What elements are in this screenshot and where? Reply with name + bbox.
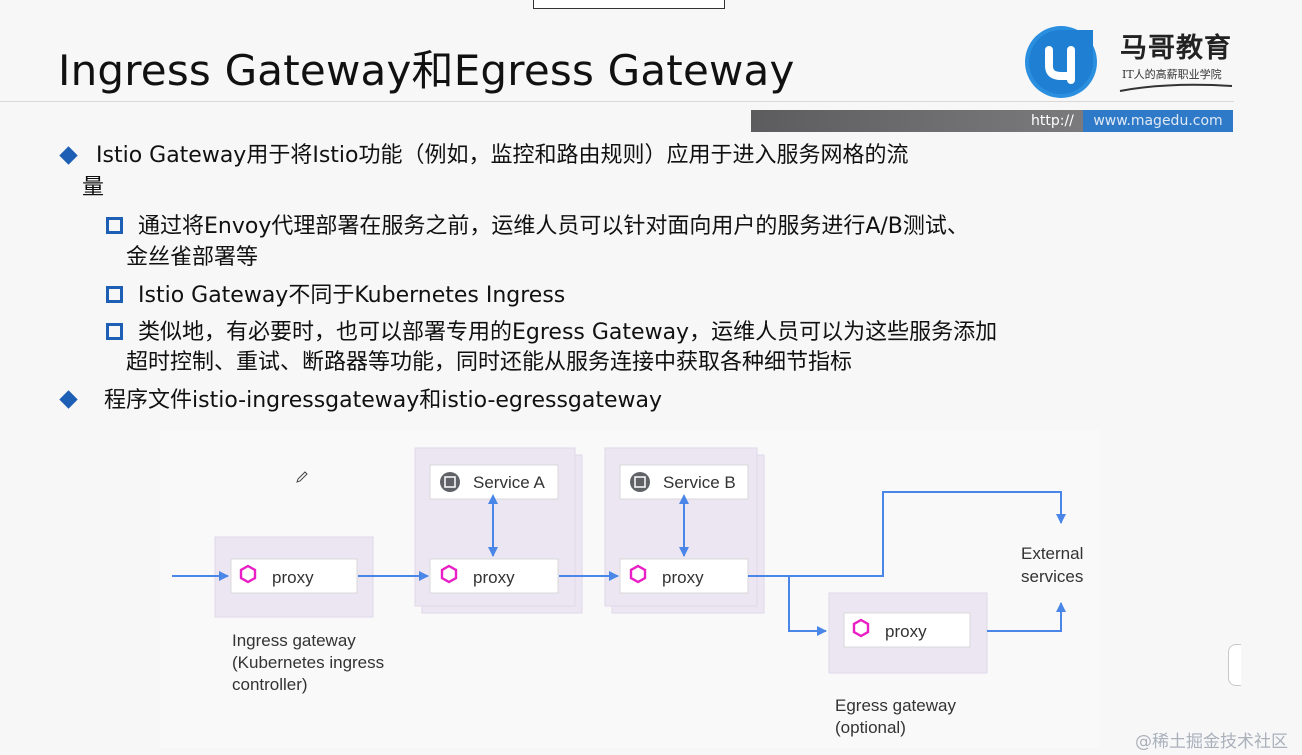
logo-slogan: IT人的高薪职业学院 bbox=[1122, 68, 1222, 81]
ingress-proxy-card bbox=[230, 558, 358, 594]
logo-name: 马哥教育 bbox=[1120, 33, 1232, 64]
ingress-caption-line-2: (Kubernetes ingress bbox=[232, 653, 384, 672]
egress-to-external-arrow bbox=[987, 602, 1066, 632]
proxy-label: proxy bbox=[885, 622, 927, 641]
watermark: @稀土掘金技术社区 bbox=[1135, 732, 1288, 752]
bullet-square-icon bbox=[106, 217, 123, 234]
service-b-pod-shadow bbox=[611, 454, 765, 614]
url-host: www.magedu.com bbox=[1083, 110, 1233, 132]
bullet-square-icon bbox=[106, 323, 123, 340]
chip-icon bbox=[630, 472, 650, 492]
proxy-label: proxy bbox=[662, 568, 704, 587]
sub-bullet-1-line-1: 通过将Envoy代理部署在服务之前，运维人员可以针对面向用户的服务进行A/B测试… bbox=[138, 214, 969, 239]
bullet-diamond-icon bbox=[59, 146, 78, 165]
top-tab bbox=[533, 0, 725, 9]
pen-cursor-icon bbox=[296, 471, 308, 483]
hexagon-icon bbox=[852, 618, 870, 638]
service-b-proxy-card bbox=[619, 558, 749, 594]
sub-bullet-1-line-2: 金丝雀部署等 bbox=[126, 245, 259, 270]
direct-external-arrow bbox=[748, 491, 1066, 577]
proxy-label: proxy bbox=[272, 568, 314, 587]
service-b-label: Service B bbox=[663, 473, 736, 492]
sub-bullet-3-line-2: 超时控制、重试、断路器等功能，同时还能从服务连接中获取各种细节指标 bbox=[126, 350, 853, 375]
service-a-card bbox=[429, 464, 559, 500]
bullet-1-line-1: Istio Gateway用于将Istio功能（例如，监控和路由规则）应用于进入… bbox=[96, 143, 909, 168]
url-protocol: http:// bbox=[1031, 113, 1074, 129]
service-a-pod bbox=[414, 447, 576, 607]
hexagon-icon bbox=[440, 564, 458, 584]
hexagon-icon bbox=[629, 564, 647, 584]
ingress-caption-line-1: Ingress gateway bbox=[232, 631, 356, 650]
ingress-pod bbox=[214, 536, 374, 618]
service-b-card bbox=[619, 464, 749, 500]
bullet-1-line-2: 量 bbox=[82, 175, 105, 200]
egress-pod bbox=[828, 592, 988, 674]
to-egress-arrow bbox=[788, 576, 827, 636]
sub-bullet-3-line-1: 类似地，有必要时，也可以部署专用的Egress Gateway，运维人员可以为这… bbox=[138, 320, 998, 345]
sub-bullet-2-line-1: Istio Gateway不同于Kubernetes Ingress bbox=[138, 283, 566, 308]
service-a-pod-shadow bbox=[421, 454, 583, 614]
egress-caption-line-2: (optional) bbox=[835, 718, 906, 737]
magedu-logo-icon bbox=[1025, 26, 1097, 98]
service-b-pod bbox=[604, 447, 758, 607]
logo-swoosh bbox=[1119, 83, 1233, 92]
title-divider bbox=[0, 101, 1234, 102]
service-a-label: Service A bbox=[473, 473, 545, 492]
bullet-2-line-1: 程序文件istio-ingressgateway和istio-egressgat… bbox=[104, 388, 663, 413]
chip-icon bbox=[440, 472, 460, 492]
egress-proxy-card bbox=[843, 612, 971, 648]
hexagon-icon bbox=[239, 564, 257, 584]
proxy-label: proxy bbox=[473, 568, 515, 587]
slide-title: Ingress Gateway和Egress Gateway bbox=[58, 46, 795, 95]
ingress-caption-line-3: controller) bbox=[232, 675, 308, 694]
bullet-diamond-icon bbox=[59, 390, 78, 409]
egress-caption-line-1: Egress gateway bbox=[835, 696, 956, 715]
external-services-line-2: services bbox=[1021, 567, 1083, 586]
bullet-square-icon bbox=[106, 286, 123, 303]
external-services-line-1: External bbox=[1021, 544, 1083, 563]
side-panel-handle[interactable] bbox=[1228, 644, 1241, 686]
service-a-proxy-card bbox=[429, 558, 559, 594]
